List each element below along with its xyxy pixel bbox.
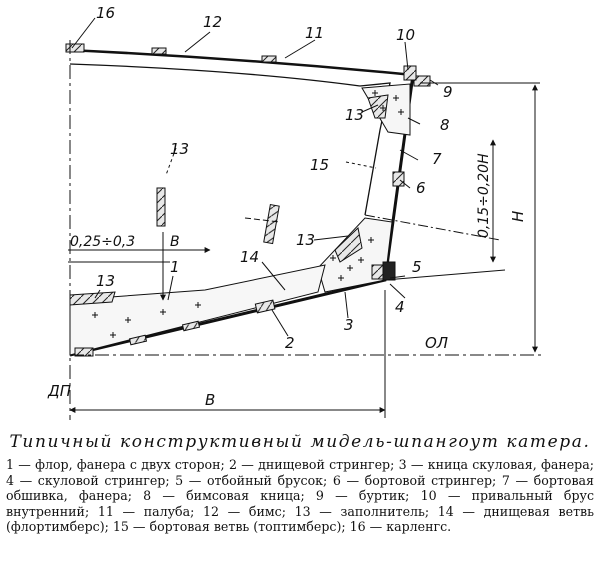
label-6: 6	[416, 179, 426, 197]
label-10: 10	[396, 26, 415, 44]
label-waterline: ОЛ	[425, 334, 448, 352]
label-8: 8	[440, 116, 450, 134]
label-3: 3	[344, 316, 354, 334]
label-12: 12	[203, 13, 222, 31]
carling	[65, 43, 85, 53]
bottom-stringer	[254, 299, 276, 314]
label-13-chine: 13	[296, 231, 315, 249]
label-beam: В	[205, 391, 215, 409]
label-1: 1	[170, 258, 180, 276]
side-stringer	[392, 171, 405, 187]
label-depth: Н	[509, 211, 527, 222]
label-beam-small: В	[170, 234, 180, 250]
dimension-labels: 0,25÷0,3 В В Н 0,15÷0,20Н ОЛ ДП	[47, 153, 527, 409]
figure-caption: Типичный конструктивный мидель-шпангоут …	[6, 432, 594, 535]
plywood-plus-marks	[92, 90, 404, 338]
label-13: 13	[345, 106, 364, 124]
chine-knee	[317, 217, 393, 293]
label-9: 9	[443, 83, 453, 101]
label-16: 16	[96, 4, 115, 22]
label-4: 4	[395, 298, 405, 316]
caption-body: 1 — флор, фанера с двух сторон; 2 — днищ…	[6, 457, 594, 534]
label-13-top: 13	[170, 140, 189, 158]
gunwale-strip	[413, 75, 431, 87]
label-5: 5	[412, 258, 422, 276]
filler-chine	[334, 227, 363, 263]
label-14: 14	[240, 248, 259, 266]
label-11: 11	[305, 24, 324, 42]
label-chine-height: 0,15÷0,20Н	[476, 153, 492, 238]
midship-section-drawing: 1 2 3 4 5 6 7 8 9 10 11 12 13 14 15 16 1…	[47, 4, 545, 420]
filler-deck	[367, 94, 389, 119]
label-2: 2	[285, 334, 295, 352]
label-keel-height: 0,25÷0,3	[70, 234, 135, 250]
plywood-parts	[65, 43, 431, 357]
part-labels: 1 2 3 4 5 6 7 8 9 10 11 12 13 14 15 16 1…	[96, 4, 453, 352]
inner-clamp	[403, 65, 417, 81]
caption-title: Типичный конструктивный мидель-шпангоут …	[9, 432, 591, 452]
label-13-bottom: 13	[96, 272, 115, 290]
label-centerline: ДП	[47, 382, 71, 400]
label-7: 7	[432, 150, 442, 168]
dimension-lines	[68, 17, 545, 420]
label-15: 15	[310, 156, 329, 174]
